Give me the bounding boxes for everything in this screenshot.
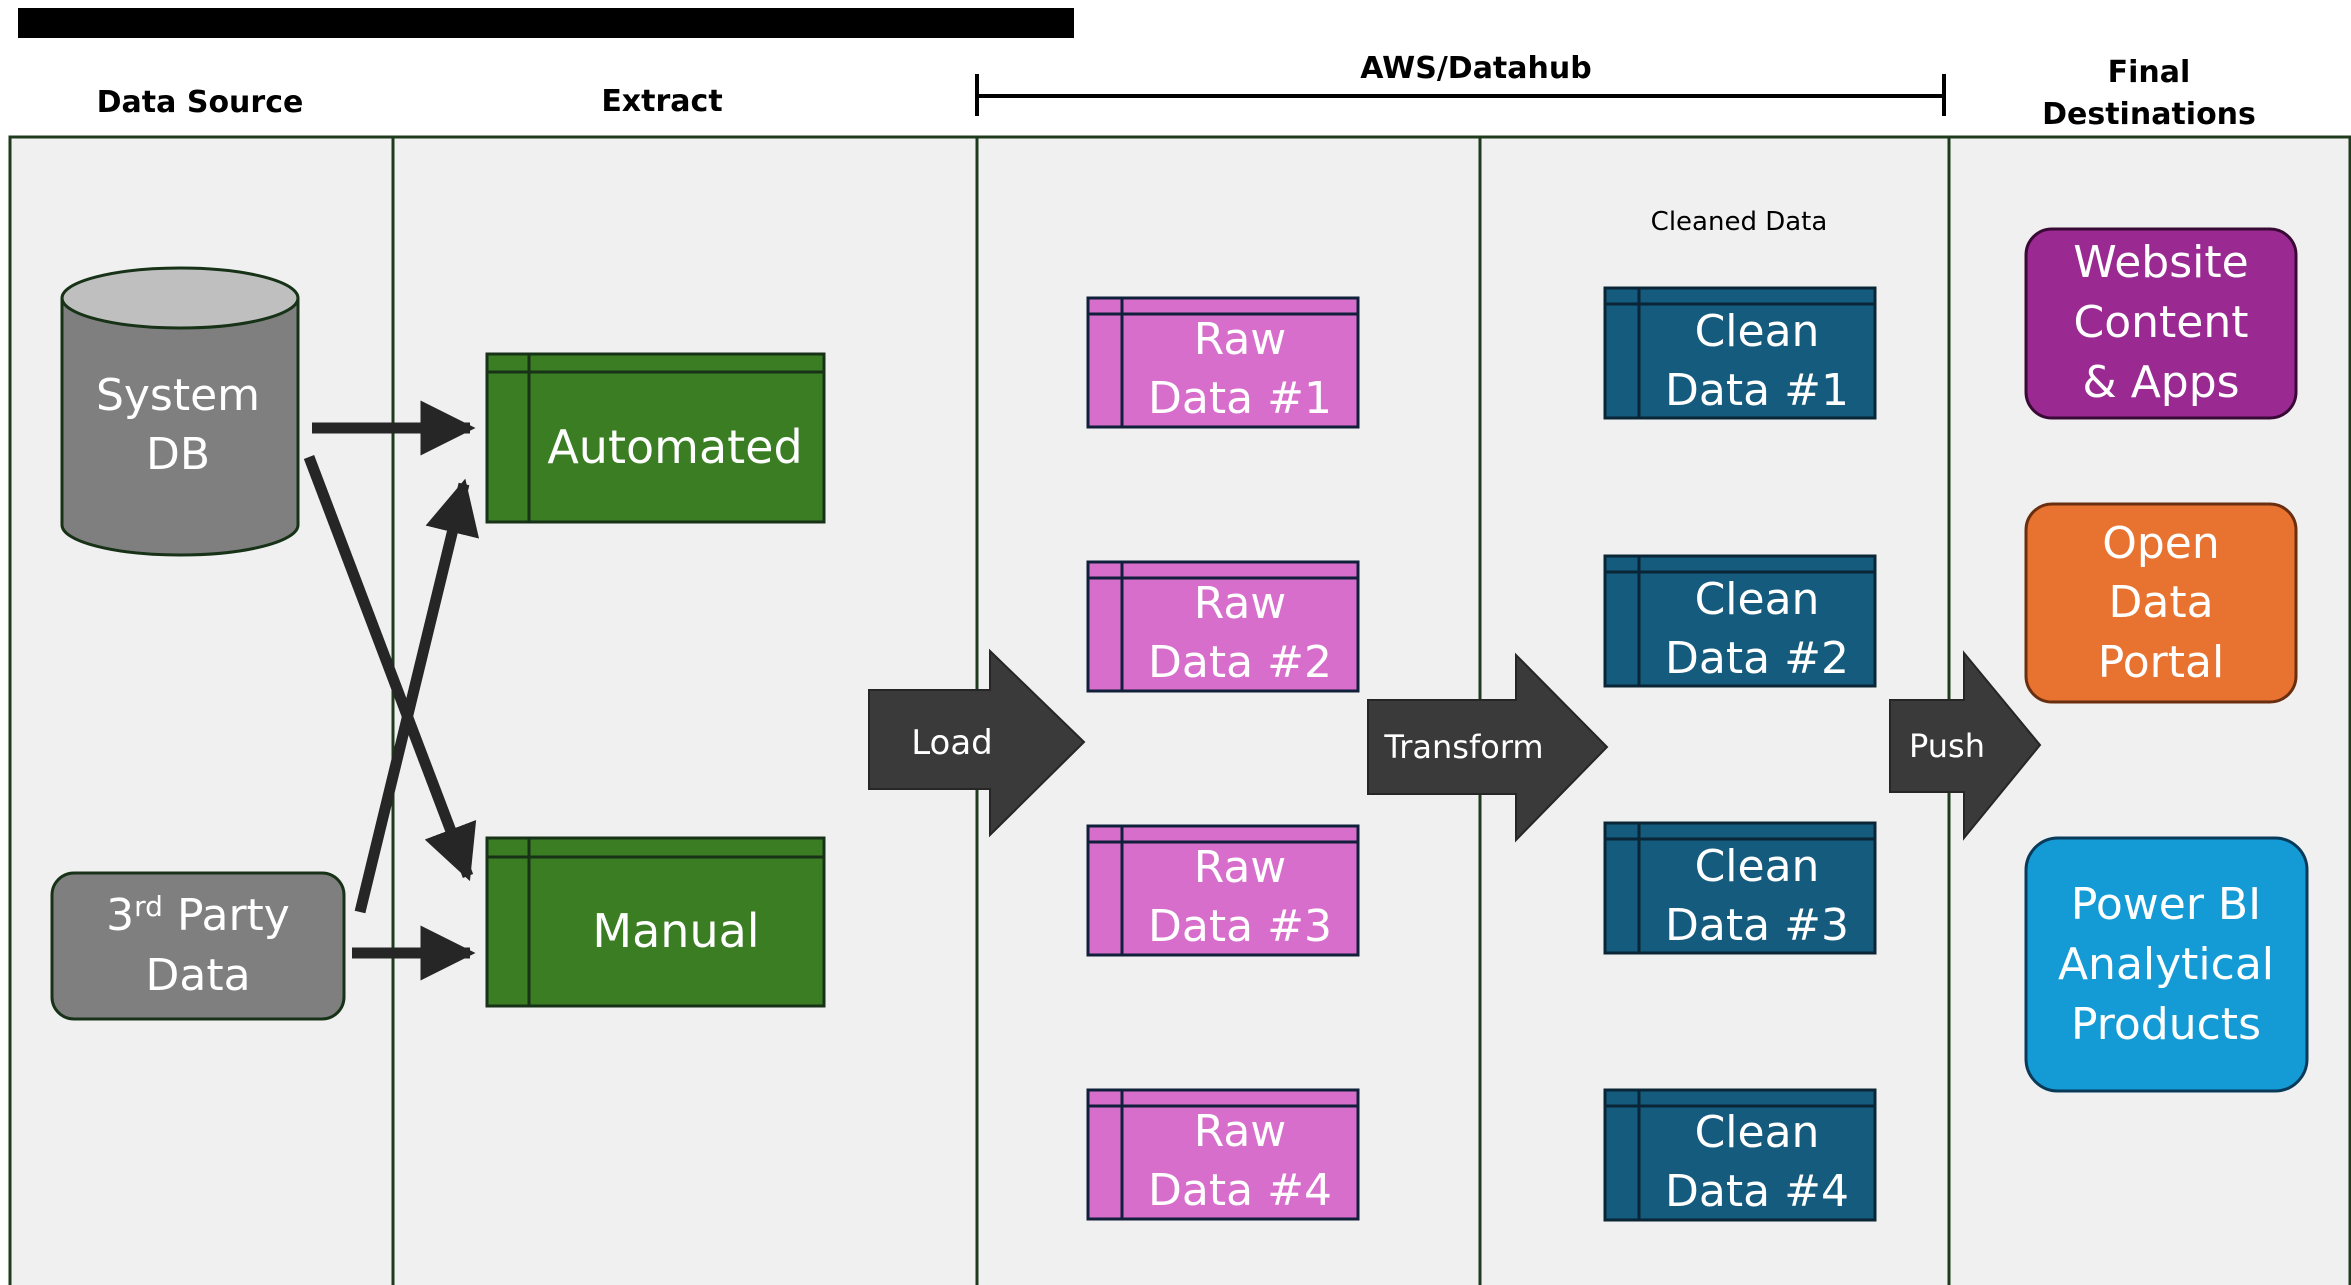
push-step-arrow: Push	[1889, 650, 2042, 841]
manual-label: Manual	[592, 904, 759, 958]
load-label: Load	[911, 723, 993, 763]
raw-data-4-line2: Data #4	[1148, 1165, 1332, 1216]
transform-step-arrow: Transform	[1367, 652, 1609, 843]
raw-data-table-2: Raw Data #2	[1086, 560, 1360, 693]
manual-table: Manual	[485, 836, 826, 1008]
header-data-source: Data Source	[97, 85, 304, 120]
system-db-label-line1: System	[96, 370, 260, 421]
load-step-arrow: Load	[868, 648, 1086, 838]
website-line1: Website	[2073, 237, 2248, 288]
clean-data-2-line2: Data #2	[1665, 633, 1849, 684]
header-aws-datahub: AWS/Datahub	[1360, 51, 1591, 86]
raw-data-1-line2: Data #1	[1148, 373, 1332, 424]
arrow-thirdparty-automated	[354, 478, 480, 914]
clean-data-3-line2: Data #3	[1665, 900, 1849, 951]
clean-data-table-1: Clean Data #1	[1603, 286, 1877, 420]
raw-data-3-line2: Data #3	[1148, 901, 1332, 952]
third-party-data-box: 3rd Party Data	[50, 871, 346, 1021]
arrow-systemdb-manual	[303, 455, 477, 882]
header-final-destinations-line2: Destinations	[2042, 97, 2256, 132]
cleaned-data-label: Cleaned Data	[1651, 207, 1828, 237]
transform-label: Transform	[1383, 728, 1543, 766]
automated-table: Automated	[485, 352, 826, 524]
clean-data-table-2: Clean Data #2	[1603, 554, 1877, 688]
system-db-cylinder: System DB	[60, 266, 300, 557]
third-party-label-line1: 3rd Party	[106, 890, 290, 941]
header-extract: Extract	[601, 84, 722, 119]
raw-data-table-4: Raw Data #4	[1086, 1088, 1360, 1221]
push-label: Push	[1909, 727, 1985, 765]
power-bi-line2: Analytical	[2058, 939, 2274, 990]
clean-data-table-4: Clean Data #4	[1603, 1088, 1877, 1222]
open-data-line1: Open	[2102, 518, 2220, 569]
clean-data-1-line1: Clean	[1695, 306, 1820, 357]
raw-data-table-1: Raw Data #1	[1086, 296, 1360, 429]
raw-data-2-line2: Data #2	[1148, 637, 1332, 688]
open-data-line2: Data	[2108, 577, 2213, 628]
clean-data-4-line1: Clean	[1695, 1107, 1820, 1158]
aws-span-bracket	[975, 74, 1946, 116]
clean-data-4-line2: Data #4	[1665, 1166, 1849, 1217]
open-data-line3: Portal	[2098, 637, 2224, 688]
clean-data-3-line1: Clean	[1695, 841, 1820, 892]
website-line3: & Apps	[2082, 357, 2239, 408]
power-bi-line1: Power BI	[2071, 879, 2261, 930]
automated-label: Automated	[547, 420, 802, 474]
raw-data-2-line1: Raw	[1194, 578, 1287, 629]
power-bi-line3: Products	[2071, 999, 2261, 1050]
third-party-label-line2: Data	[145, 950, 250, 1001]
raw-data-4-line1: Raw	[1194, 1106, 1287, 1157]
raw-data-3-line1: Raw	[1194, 842, 1287, 893]
system-db-label-line2: DB	[146, 429, 210, 480]
website-line2: Content	[2074, 297, 2249, 348]
raw-data-1-line1: Raw	[1194, 314, 1287, 365]
destination-website-content: Website Content & Apps	[2024, 227, 2298, 420]
source-extract-arrows	[303, 400, 480, 981]
redacted-title-bar	[18, 8, 1074, 38]
destination-power-bi: Power BI Analytical Products	[2024, 836, 2309, 1093]
clean-data-2-line1: Clean	[1695, 574, 1820, 625]
destination-open-data-portal: Open Data Portal	[2024, 502, 2298, 704]
clean-data-table-3: Clean Data #3	[1603, 821, 1877, 955]
raw-data-table-3: Raw Data #3	[1086, 824, 1360, 957]
clean-data-1-line2: Data #1	[1665, 365, 1849, 416]
header-final-destinations-line1: Final	[2108, 55, 2191, 90]
